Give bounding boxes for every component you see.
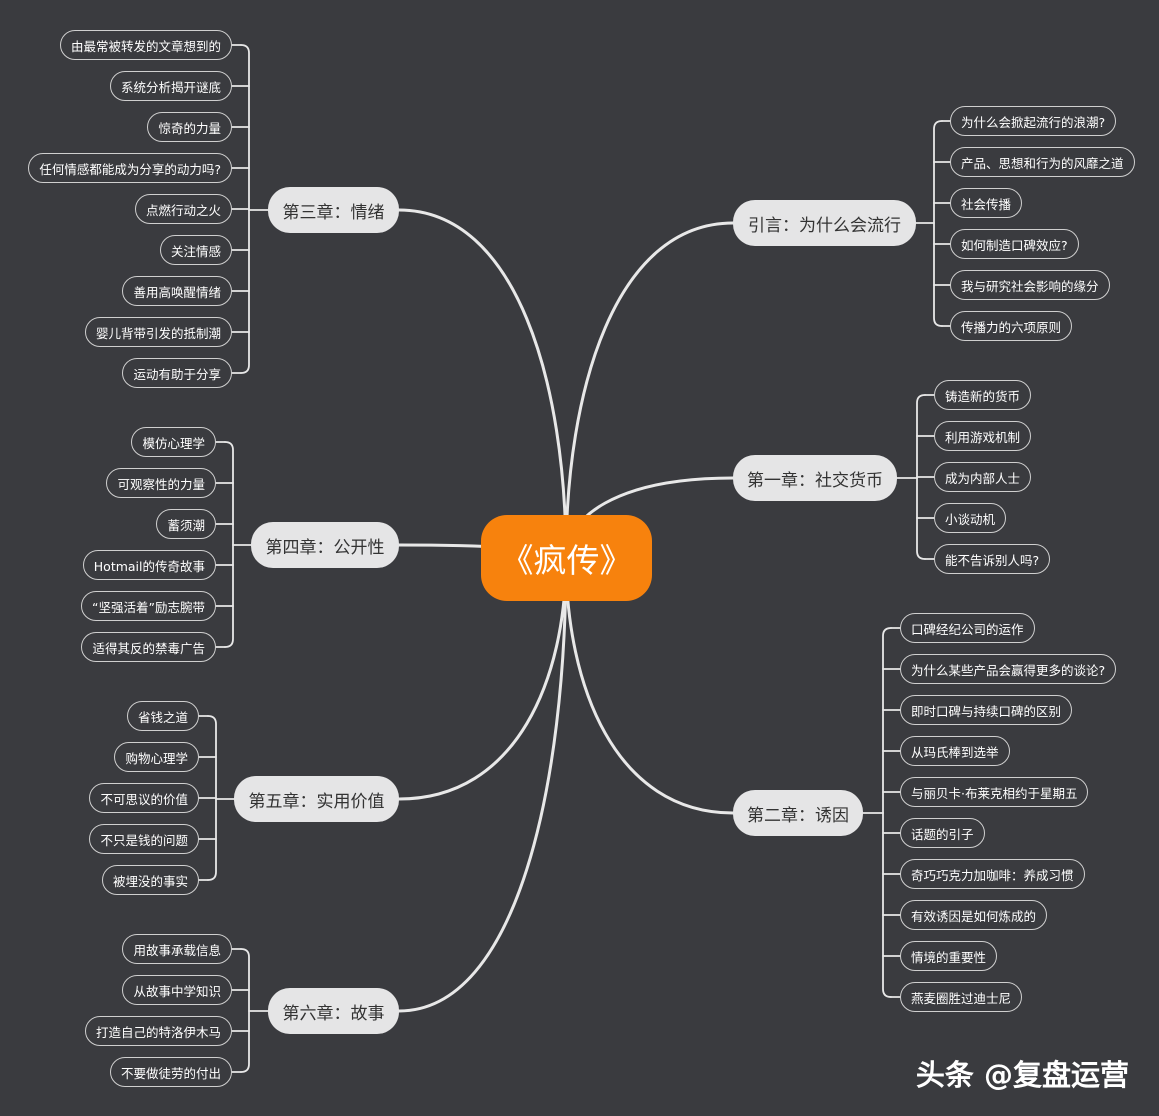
- leaf-ch2-7[interactable]: 奇巧巧克力加咖啡：养成习惯: [900, 859, 1085, 889]
- leaf-ch5-5[interactable]: 被埋没的事实: [101, 865, 199, 895]
- leaf-ch1-5[interactable]: 能不告诉别人吗?: [934, 544, 1051, 574]
- leaf-ch4-5[interactable]: “坚强活着”励志腕带: [81, 591, 216, 621]
- leaf-intro-2[interactable]: 产品、思想和行为的风靡之道: [950, 147, 1135, 177]
- leaf-ch2-2[interactable]: 为什么某些产品会赢得更多的谈论?: [900, 654, 1117, 684]
- leaf-ch3-6[interactable]: 关注情感: [159, 235, 232, 265]
- leaf-ch3-8[interactable]: 婴儿背带引发的抵制潮: [84, 317, 232, 347]
- leaf-ch1-4[interactable]: 小谈动机: [934, 503, 1007, 533]
- leaf-ch2-3[interactable]: 即时口碑与持续口碑的区别: [900, 695, 1073, 725]
- leaf-ch2-5[interactable]: 与丽贝卡·布莱克相约于星期五: [900, 777, 1089, 807]
- leaf-ch4-6[interactable]: 适得其反的禁毒广告: [81, 632, 216, 662]
- leaf-ch4-4[interactable]: Hotmail的传奇故事: [82, 550, 216, 580]
- topic-ch5[interactable]: 第五章：实用价值: [234, 776, 399, 822]
- topic-ch6[interactable]: 第六章：故事: [268, 988, 399, 1034]
- leaf-ch3-4[interactable]: 任何情感都能成为分享的动力吗?: [28, 153, 232, 183]
- watermark: 头条 @复盘运营: [915, 1058, 1129, 1092]
- leaf-ch1-3[interactable]: 成为内部人士: [934, 462, 1032, 492]
- topic-ch1[interactable]: 第一章：社交货币: [733, 455, 897, 501]
- leaf-ch3-2[interactable]: 系统分析揭开谜底: [109, 71, 232, 101]
- leaf-ch2-6[interactable]: 话题的引子: [900, 818, 985, 848]
- leaf-intro-5[interactable]: 我与研究社会影响的缘分: [950, 270, 1110, 300]
- leaf-intro-6[interactable]: 传播力的六项原则: [950, 311, 1073, 341]
- topic-ch4[interactable]: 第四章：公开性: [251, 522, 399, 568]
- ch2-main-connector: [564, 556, 735, 815]
- central-topic[interactable]: 《疯传》: [481, 515, 652, 601]
- ch6-main-connector: [397, 556, 568, 1013]
- intro-main-connector: [564, 221, 735, 560]
- leaf-ch6-2[interactable]: 从故事中学知识: [122, 975, 232, 1005]
- leaf-ch4-2[interactable]: 可观察性的力量: [106, 468, 216, 498]
- leaf-ch1-1[interactable]: 铸造新的货币: [934, 380, 1032, 410]
- leaf-ch3-1[interactable]: 由最常被转发的文章想到的: [59, 30, 232, 60]
- leaf-ch2-8[interactable]: 有效诱因是如何炼成的: [900, 900, 1048, 930]
- leaf-ch3-5[interactable]: 点燃行动之火: [134, 194, 232, 224]
- leaf-ch4-3[interactable]: 蓄须潮: [156, 509, 216, 539]
- leaf-ch2-9[interactable]: 情境的重要性: [900, 941, 998, 971]
- leaf-ch3-9[interactable]: 运动有助于分享: [122, 358, 232, 388]
- leaf-ch5-2[interactable]: 购物心理学: [114, 742, 199, 772]
- leaf-ch2-10[interactable]: 燕麦圈胜过迪士尼: [900, 982, 1023, 1012]
- topic-ch3[interactable]: 第三章：情绪: [268, 187, 399, 233]
- leaf-ch2-1[interactable]: 口碑经纪公司的运作: [900, 613, 1035, 643]
- leaf-ch5-1[interactable]: 省钱之道: [126, 701, 199, 731]
- leaf-intro-4[interactable]: 如何制造口碑效应?: [950, 229, 1079, 259]
- leaf-intro-1[interactable]: 为什么会掀起流行的浪潮?: [950, 106, 1117, 136]
- leaf-ch5-4[interactable]: 不只是钱的问题: [89, 824, 199, 854]
- ch3-main-connector: [397, 208, 568, 560]
- leaf-ch2-4[interactable]: 从玛氏棒到选举: [900, 736, 1010, 766]
- leaf-ch5-3[interactable]: 不可思议的价值: [89, 783, 199, 813]
- topic-ch2[interactable]: 第二章：诱因: [733, 790, 863, 836]
- leaf-ch6-4[interactable]: 不要做徒劳的付出: [109, 1057, 232, 1087]
- leaf-ch1-2[interactable]: 利用游戏机制: [934, 421, 1032, 451]
- ch5-main-connector: [397, 556, 568, 801]
- leaf-ch6-1[interactable]: 用故事承载信息: [122, 934, 232, 964]
- leaf-ch3-7[interactable]: 善用高唤醒情绪: [122, 276, 232, 306]
- leaf-ch4-1[interactable]: 模仿心理学: [131, 427, 216, 457]
- leaf-intro-3[interactable]: 社会传播: [950, 188, 1023, 218]
- leaf-ch6-3[interactable]: 打造自己的特洛伊木马: [84, 1016, 232, 1046]
- topic-intro[interactable]: 引言：为什么会流行: [733, 200, 916, 246]
- leaf-ch3-3[interactable]: 惊奇的力量: [147, 112, 232, 142]
